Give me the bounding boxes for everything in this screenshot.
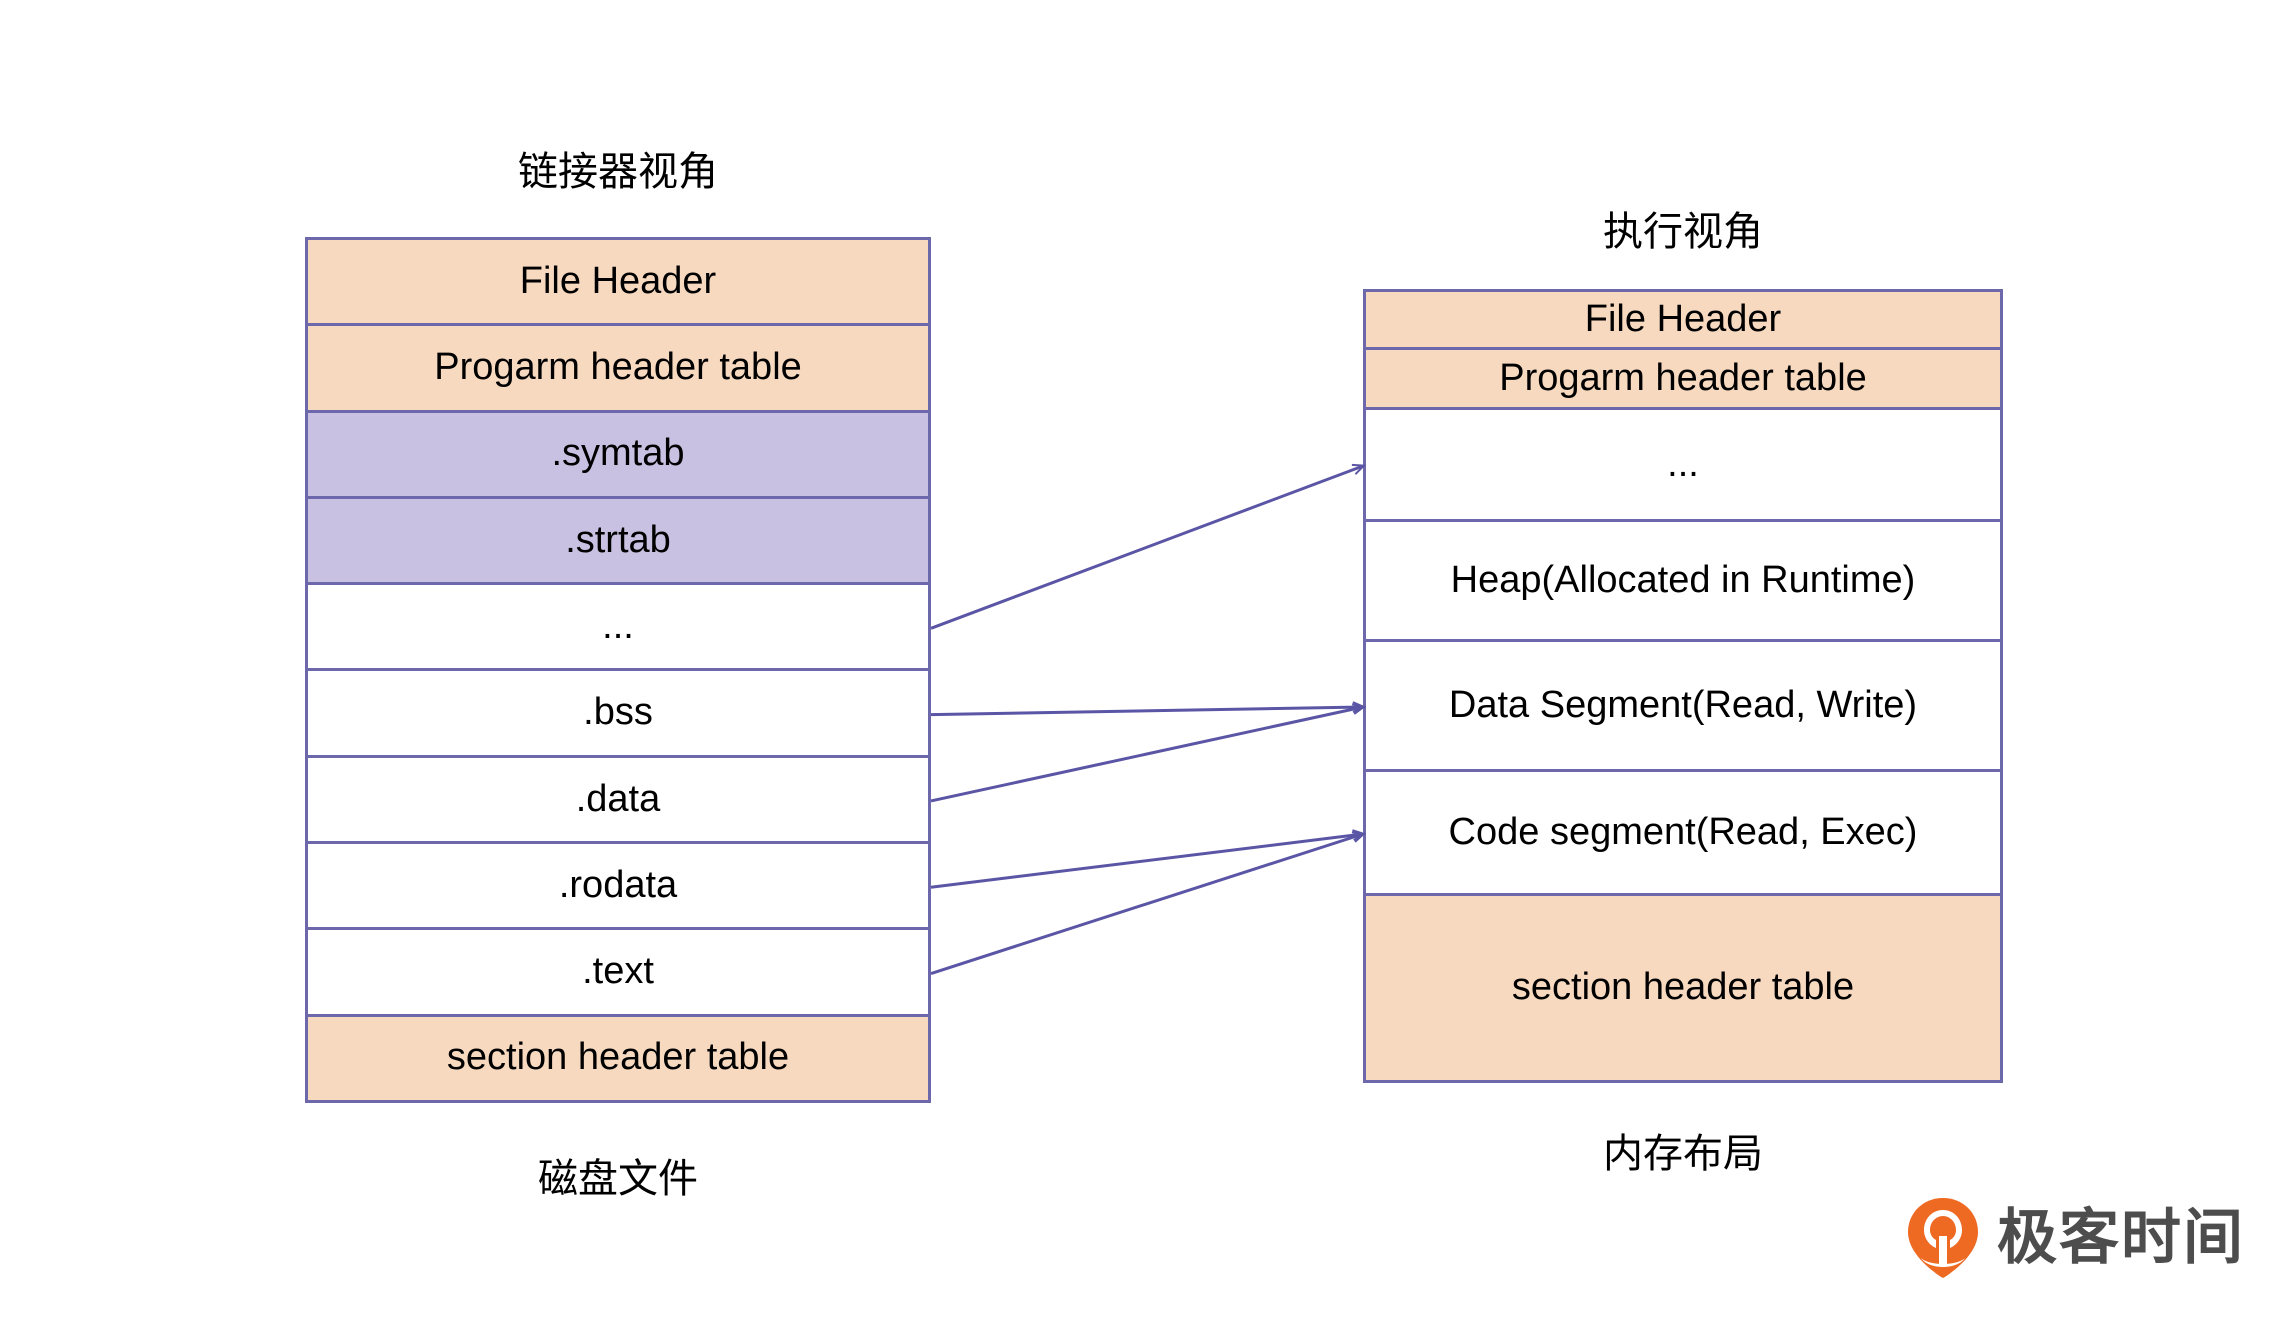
linker-section-row-label: .symtab (551, 432, 685, 475)
linker-section-row-label: .data (575, 777, 661, 820)
exec-segment-row: ... (1366, 410, 2000, 522)
linker-section-row-label: .rodata (558, 863, 678, 906)
exec-segment-row-label: Code segment(Read, Exec) (1448, 810, 1918, 853)
linker-section-row: Progarm header table (308, 326, 928, 413)
mapping-arrow (930, 707, 1363, 803)
memory-layout-caption: 内存布局 (1603, 1132, 1763, 1176)
mapping-arrow (930, 707, 1363, 717)
linker-section-row-label: File Header (519, 259, 717, 302)
linker-section-row: File Header (308, 240, 928, 327)
linker-section-row: .symtab (308, 412, 928, 499)
linker-section-row-label: section header table (446, 1036, 790, 1079)
geektime-logo: 极客时间 (1905, 1190, 2243, 1286)
linker-section-row-label: ... (602, 604, 634, 647)
exec-segment-row-label: File Header (1584, 297, 1782, 340)
exec-segment-row: Progarm header table (1366, 350, 2000, 410)
disk-file-caption: 磁盘文件 (538, 1157, 698, 1201)
linker-section-row-label: .text (582, 950, 654, 993)
linker-section-row: .bss (308, 671, 928, 758)
linker-section-row-label: .bss (583, 691, 653, 734)
mapping-arrow (930, 834, 1363, 975)
linker-view-title: 链接器视角 (518, 150, 718, 194)
linker-section-row-label: Progarm header table (434, 346, 802, 389)
exec-segment-row: Data Segment(Read, Write) (1366, 642, 2000, 772)
exec-segment-row: section header table (1366, 896, 2000, 1080)
linker-section-row: ... (308, 585, 928, 672)
linker-section-row: .strtab (308, 498, 928, 586)
linker-section-row: .data (308, 757, 928, 845)
exec-segment-row: Heap(Allocated in Runtime) (1366, 522, 2000, 642)
mapping-arrow (930, 466, 1363, 630)
geektime-logo-mark (1908, 1198, 1978, 1278)
linker-section-row: section header table (308, 1016, 928, 1100)
exec-segment-row: File Header (1366, 292, 2000, 350)
exec-segment-row-label: Data Segment(Read, Write) (1448, 683, 1918, 726)
exec-segment-row-label: Progarm header table (1499, 356, 1867, 399)
exec-segment-row-label: Heap(Allocated in Runtime) (1450, 558, 1916, 601)
linker-section-row: .rodata (308, 844, 928, 931)
exec-segment-row: Code segment(Read, Exec) (1366, 772, 2000, 896)
mapping-arrow (930, 834, 1363, 889)
exec-segment-row-label: section header table (1511, 966, 1855, 1009)
linker-section-row: .text (308, 930, 928, 1017)
exec-segment-row-label: ... (1667, 442, 1699, 485)
linker-section-row-label: .strtab (565, 518, 671, 561)
execution-view-title: 执行视角 (1603, 210, 1763, 254)
geektime-wordmark: 极客时间 (1997, 1203, 2245, 1273)
